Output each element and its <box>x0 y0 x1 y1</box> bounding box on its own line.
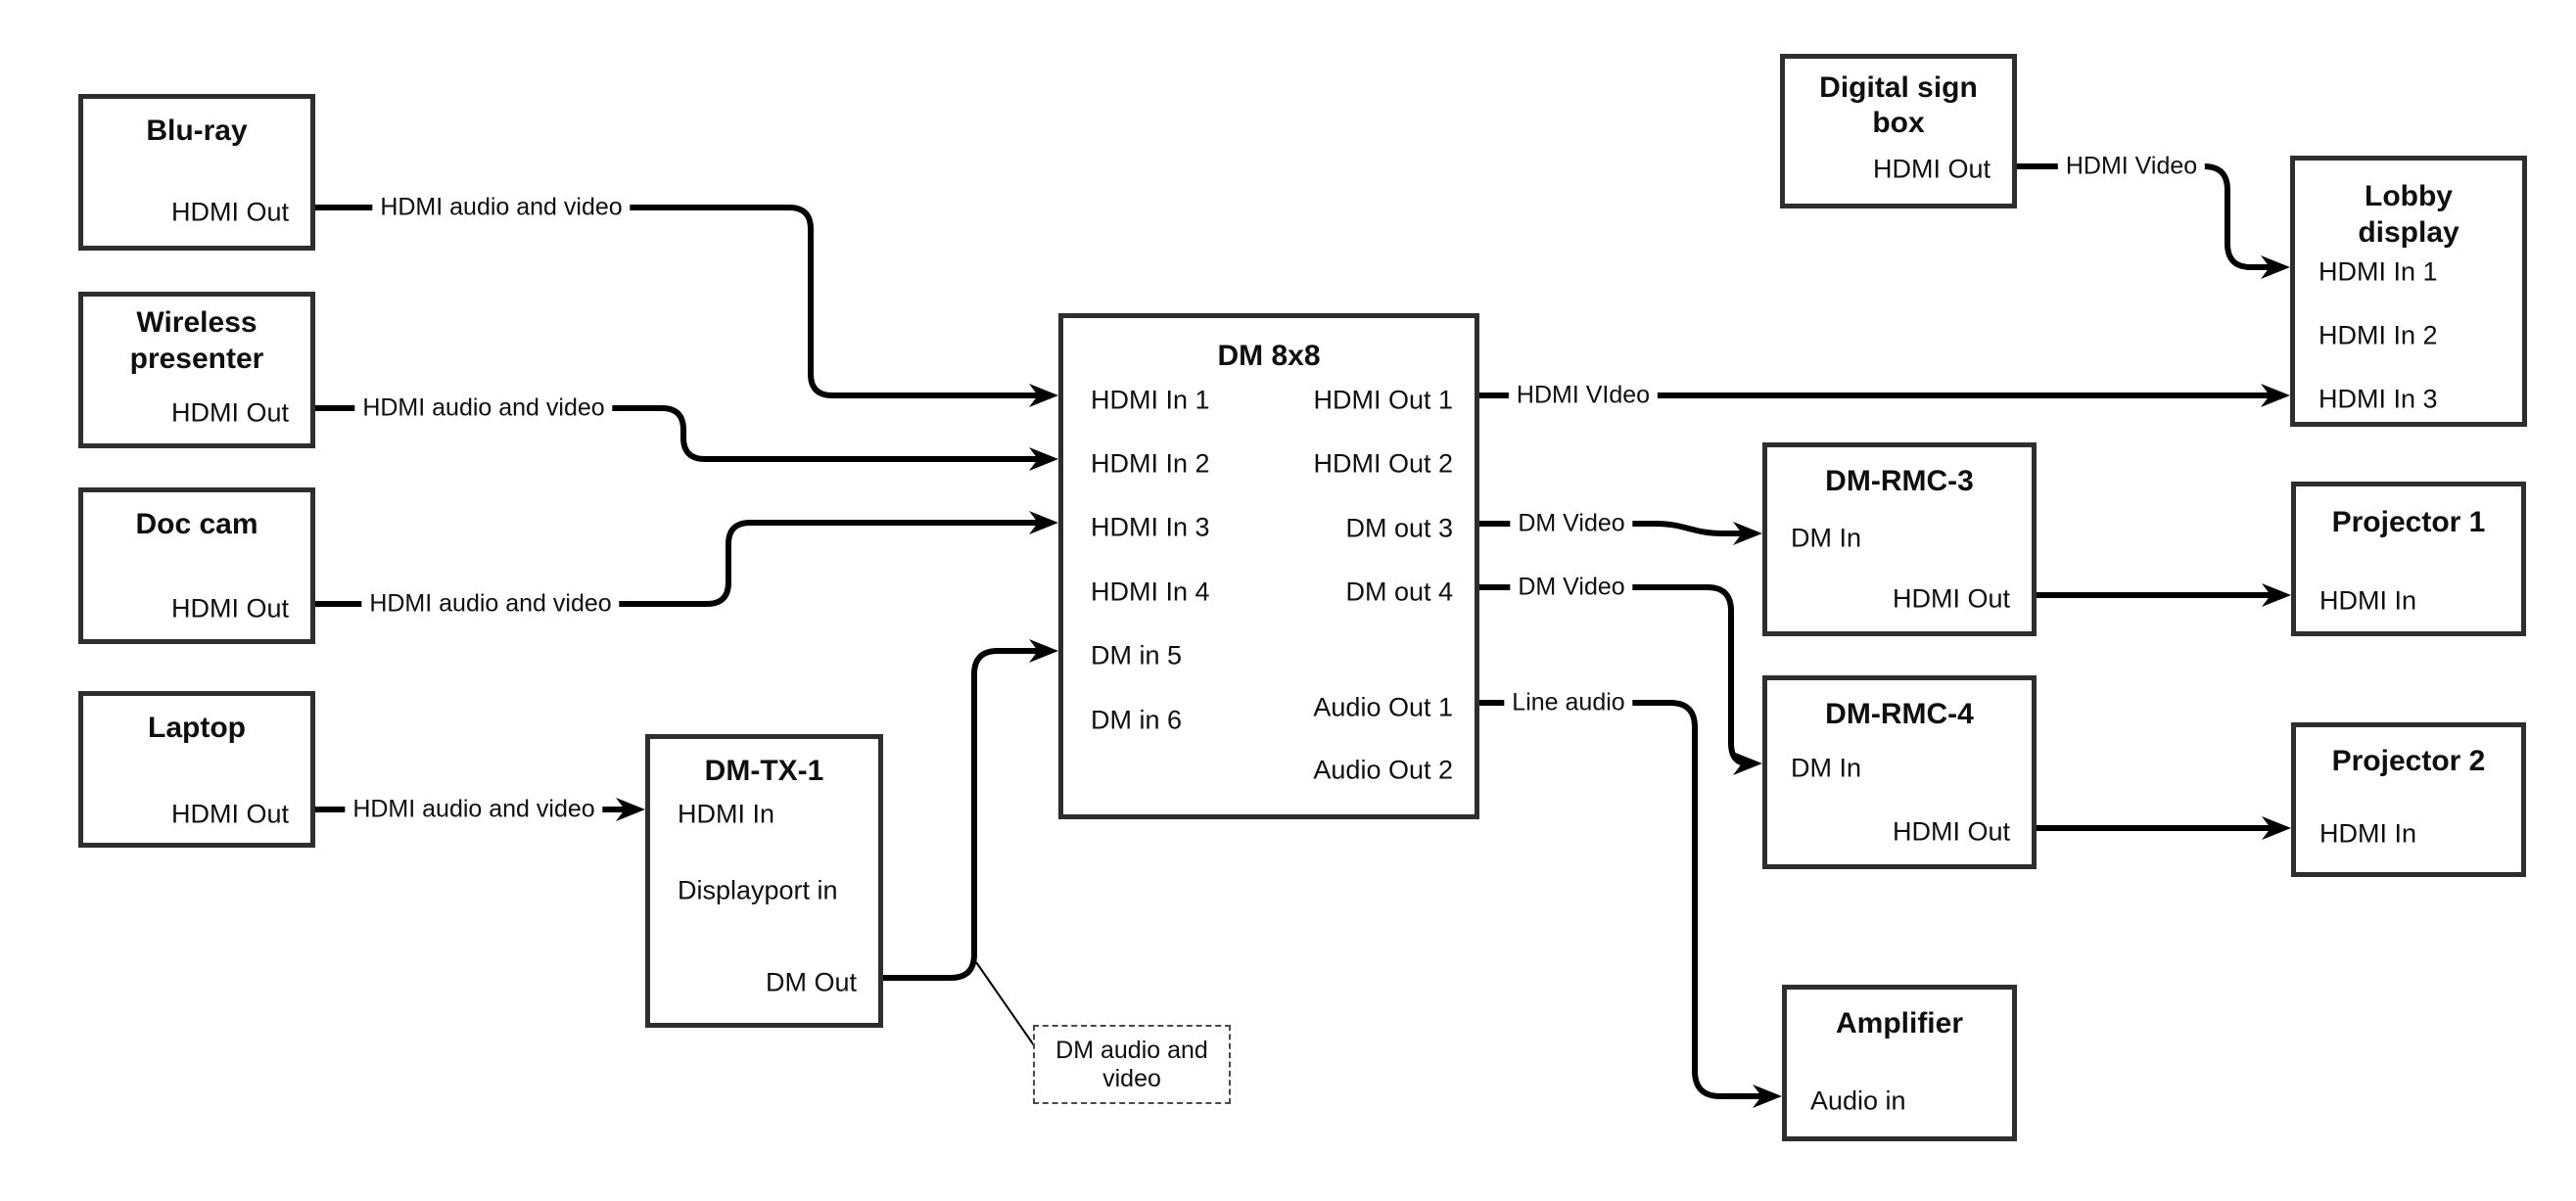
port-hdmi-in-1: HDMI In 1 <box>2318 256 2438 287</box>
wire-label-dm-video-2: DM Video <box>1510 572 1633 603</box>
wire-label-hdmi-audio-video-2: HDMI audio and video <box>354 393 613 424</box>
port-hdmi-in-4: HDMI In 4 <box>1091 577 1210 607</box>
node-title: Digital sign box <box>1819 71 1978 139</box>
node-wireless-presenter: Wireless presenter HDMI Out <box>78 292 315 448</box>
node-title: Projector 1 <box>2331 506 2486 538</box>
port-dm-out-3: DM out 3 <box>1345 513 1453 543</box>
port-displayport-in: Displayport in <box>678 875 838 905</box>
port-dm-out-4: DM out 4 <box>1345 577 1453 607</box>
node-title: Amplifier <box>1835 1007 1964 1039</box>
wire-label-line-audio: Line audio <box>1504 687 1633 718</box>
node-title: Blu-ray <box>146 115 248 147</box>
node-title: DM-RMC-4 <box>1825 698 1974 730</box>
wire-dm8x8-out4-to-rmc4-dmin <box>1479 584 1762 775</box>
port-audio-in: Audio in <box>1810 1086 1906 1116</box>
node-title: Projector 2 <box>2331 745 2486 777</box>
node-title: Lobby display <box>2358 180 2459 249</box>
port-dm-out: DM Out <box>765 967 857 997</box>
port-hdmi-out: HDMI Out <box>170 799 289 829</box>
node-projector-2: Projector 2 HDMI In <box>2291 722 2526 877</box>
node-blu-ray: Blu-ray HDMI Out <box>78 94 315 251</box>
node-projector-1: Projector 1 HDMI In <box>2291 482 2526 636</box>
node-title: Doc cam <box>135 508 258 540</box>
port-hdmi-out: HDMI Out <box>1892 816 2010 847</box>
wire-signbox-to-lobby-in1 <box>2017 163 2290 279</box>
port-audio-out-2: Audio Out 2 <box>1313 755 1453 785</box>
wire-bluray-to-dm8x8-in1 <box>315 205 1058 407</box>
note-leader-line <box>975 961 1035 1046</box>
node-dm-rmc-4: DM-RMC-4 DM In HDMI Out <box>1762 675 2037 869</box>
wire-label-hdmi-audio-video-1: HDMI audio and video <box>372 192 631 223</box>
wire-dm8x8-out3-to-rmc3-dmin <box>1479 521 1762 545</box>
wire-label-hdmi-video-out1: HDMI VIdeo <box>1508 380 1659 411</box>
port-dm-in: DM In <box>1791 523 1862 553</box>
node-dm-rmc-3: DM-RMC-3 DM In HDMI Out <box>1762 442 2037 636</box>
note-dm-audio-and-video: DM audio and video <box>1033 1025 1231 1104</box>
wire-wireless-to-dm8x8-in2 <box>315 405 1058 471</box>
wire-label-hdmi-audio-video-4: HDMI audio and video <box>345 794 603 825</box>
port-hdmi-out: HDMI Out <box>170 593 289 624</box>
port-hdmi-in: HDMI In <box>2319 585 2417 616</box>
port-hdmi-out: HDMI Out <box>170 197 289 227</box>
wire-dm8x8-audioout1-to-amplifier <box>1479 700 1782 1108</box>
node-title: DM-TX-1 <box>704 755 824 787</box>
port-hdmi-in-3: HDMI In 3 <box>1091 512 1210 542</box>
wire-label-dm-video-1: DM Video <box>1510 508 1633 539</box>
node-dm-8x8-switcher: DM 8x8 HDMI In 1 HDMI In 2 HDMI In 3 HDM… <box>1058 313 1479 819</box>
port-dm-in-6: DM in 6 <box>1091 705 1183 735</box>
port-hdmi-out-2: HDMI Out 2 <box>1313 448 1453 479</box>
node-doc-cam: Doc cam HDMI Out <box>78 487 315 644</box>
node-title: DM-RMC-3 <box>1825 465 1974 497</box>
node-title: DM 8x8 <box>1217 340 1321 372</box>
port-audio-out-1: Audio Out 1 <box>1313 692 1453 722</box>
wire-label-hdmi-video-signbox: HDMI Video <box>2057 151 2206 182</box>
node-digital-sign-box: Digital sign box HDMI Out <box>1780 54 2017 208</box>
port-hdmi-in-3: HDMI In 3 <box>2318 384 2438 414</box>
port-hdmi-in-2: HDMI In 2 <box>1091 448 1210 479</box>
node-dm-tx-1: DM-TX-1 HDMI In Displayport in DM Out <box>645 734 883 1028</box>
port-hdmi-in: HDMI In <box>678 799 775 829</box>
port-hdmi-out: HDMI Out <box>1892 583 2010 614</box>
port-hdmi-out: HDMI Out <box>1872 154 1991 184</box>
port-hdmi-in-2: HDMI In 2 <box>2318 320 2438 350</box>
wire-doccam-to-dm8x8-in3 <box>315 511 1058 607</box>
port-dm-in: DM In <box>1791 753 1862 783</box>
node-laptop: Laptop HDMI Out <box>78 691 315 848</box>
port-dm-in-5: DM in 5 <box>1091 640 1183 670</box>
wire-dmtx1-dmout-to-dm8x8-in5 <box>883 639 1058 981</box>
node-amplifier: Amplifier Audio in <box>1782 985 2017 1141</box>
port-hdmi-in-1: HDMI In 1 <box>1091 385 1210 415</box>
wire-label-hdmi-audio-video-3: HDMI audio and video <box>361 588 620 620</box>
port-hdmi-out-1: HDMI Out 1 <box>1313 385 1453 415</box>
node-lobby-display: Lobby display HDMI In 1 HDMI In 2 HDMI I… <box>2290 156 2527 427</box>
node-title: Laptop <box>148 712 246 744</box>
port-hdmi-in: HDMI In <box>2319 818 2417 849</box>
node-title: Wireless presenter <box>129 306 264 375</box>
port-hdmi-out: HDMI Out <box>170 397 289 428</box>
